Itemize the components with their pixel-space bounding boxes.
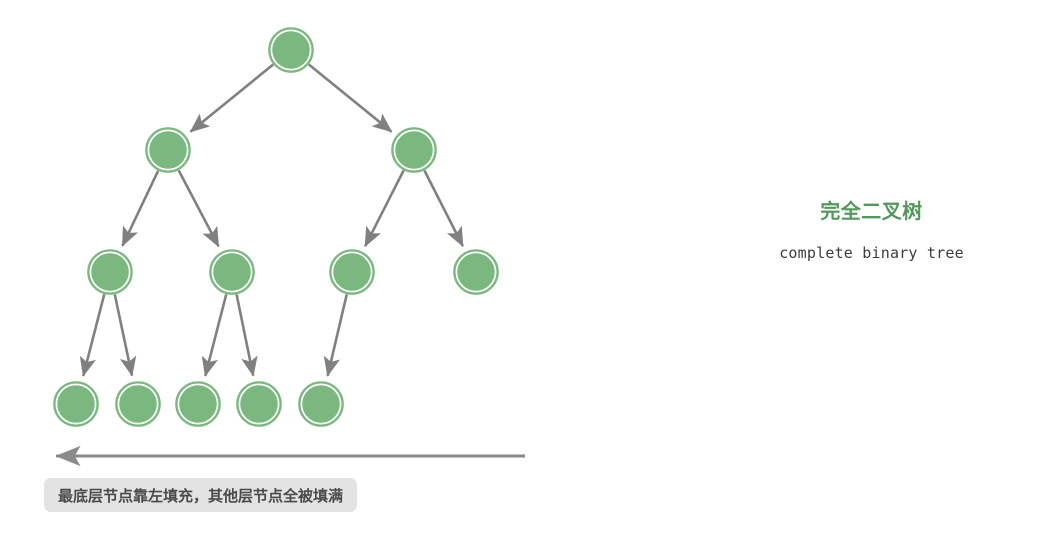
node-body <box>240 385 278 423</box>
tree-node <box>87 249 133 295</box>
caption-text: 最底层节点靠左填充，其他层节点全被填满 <box>58 487 344 505</box>
tree-edge <box>235 294 258 377</box>
tree-node <box>391 127 437 173</box>
node-body <box>302 385 340 423</box>
node-inner-ring <box>117 383 159 425</box>
node-inner-ring <box>300 383 342 425</box>
tree-edge <box>308 63 393 133</box>
node-inner-ring <box>89 251 131 293</box>
tree-edge <box>423 169 465 248</box>
tree-edge <box>201 293 228 377</box>
diagram-title-zh: 完全二叉树 <box>820 201 923 223</box>
tree-node <box>268 27 314 73</box>
node-inner-ring <box>211 251 253 293</box>
caption-badge: 最底层节点靠左填充，其他层节点全被填满 <box>44 478 358 512</box>
tree-nodes <box>53 27 499 427</box>
tree-node <box>175 381 221 427</box>
node-body <box>333 253 371 291</box>
diagram-title-en: complete binary tree <box>779 244 964 262</box>
node-body <box>149 131 187 169</box>
node-body <box>91 253 129 291</box>
tree-edge <box>363 169 405 248</box>
tree-node <box>236 381 282 427</box>
tree-edges <box>79 63 465 377</box>
node-inner-ring <box>331 251 373 293</box>
node-inner-ring <box>270 29 312 71</box>
node-body <box>57 385 95 423</box>
node-body <box>395 131 433 169</box>
tree-node <box>209 249 255 295</box>
node-inner-ring <box>147 129 189 171</box>
node-body <box>119 385 157 423</box>
node-body <box>457 253 495 291</box>
tree-node <box>115 381 161 427</box>
tree-node <box>453 249 499 295</box>
tree-edge <box>79 293 106 377</box>
tree-edge <box>121 170 160 247</box>
node-inner-ring <box>238 383 280 425</box>
node-inner-ring <box>455 251 497 293</box>
tree-edge <box>189 63 274 133</box>
tree-node <box>298 381 344 427</box>
node-body <box>213 253 251 291</box>
tree-edge <box>177 169 220 248</box>
node-body <box>272 31 310 69</box>
node-inner-ring <box>55 383 97 425</box>
tree-node <box>329 249 375 295</box>
tree-node <box>53 381 99 427</box>
tree-edge <box>323 294 349 377</box>
node-inner-ring <box>177 383 219 425</box>
node-body <box>179 385 217 423</box>
tree-node <box>145 127 191 173</box>
tree-edge <box>113 294 137 377</box>
node-inner-ring <box>393 129 435 171</box>
legend-block: 完全二叉树 complete binary tree <box>700 200 1043 262</box>
